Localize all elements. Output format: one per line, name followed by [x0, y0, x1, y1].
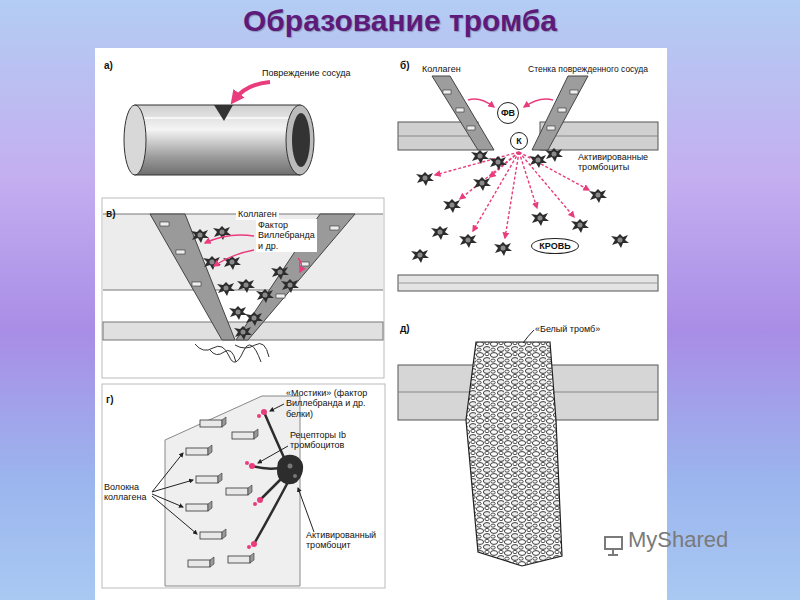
callout-label-holder: Коллаген: [422, 58, 461, 76]
activation-arrows: [435, 99, 589, 238]
panel-letter: б): [400, 60, 410, 72]
callout-label: Активированные тромбоциты: [578, 152, 660, 173]
white-panel: [95, 48, 667, 600]
vessel-tube: [124, 82, 314, 175]
callout-label: Коллаген: [422, 64, 461, 74]
panel-letter-holder: г): [106, 389, 114, 407]
callout-label-holder: Фактор Виллебранда и др.: [256, 219, 316, 253]
node-text: К: [516, 136, 522, 146]
blood-oval: КРОВЬ: [531, 238, 578, 254]
white-thrombus: [398, 330, 658, 566]
panel-letter-holder: в): [106, 203, 115, 221]
callout-label: Рецепторы Ib тромбоцитов: [290, 430, 380, 451]
page-title: Образование тромба: [0, 4, 800, 39]
callout-label: Повреждение сосуда: [262, 68, 351, 78]
title-holder: Образование тромба: [0, 4, 800, 39]
watermark-holder: MyShared: [628, 527, 728, 552]
callout-label-holder: «Белый тромб»: [535, 318, 600, 336]
panel-letter-holder: д): [400, 318, 410, 336]
callout-label-holder: Стенка поврежденного сосуда: [528, 58, 648, 76]
callout-label-holder: Волокна коллагена: [104, 482, 164, 504]
watermark: MyShared: [628, 527, 728, 552]
damaged-wall: [398, 76, 658, 291]
node-text: КРОВЬ: [539, 241, 570, 251]
callout-label-holder: «Мостики» (фактор Виллебранда и др. белк…: [286, 388, 382, 421]
callout-label: Фактор Виллебранда и др.: [256, 219, 317, 252]
callout-label: Волокна коллагена: [104, 482, 164, 503]
node-text: ФВ: [501, 108, 515, 118]
callout-label: «Мостики» (фактор Виллебранда и др. белк…: [286, 388, 382, 419]
factor-circle: ФВ: [497, 102, 519, 124]
callout-label-holder: Активированные тромбоциты: [578, 152, 660, 174]
watermark-icon: [605, 537, 622, 555]
callout-label: Активированный тромбоцит: [306, 530, 382, 551]
callout-label-holder: Активированный тромбоцит: [306, 530, 382, 552]
panel-letter: д): [400, 323, 410, 335]
callout-label: Стенка поврежденного сосуда: [528, 65, 648, 75]
callout-label-holder: Рецепторы Ib тромбоцитов: [290, 430, 380, 452]
panel-letter: г): [106, 394, 114, 406]
panel-letter-holder: а): [104, 55, 113, 73]
panel-letter: а): [104, 60, 113, 72]
panel-letter: в): [106, 208, 115, 220]
adhesion-panel: [102, 384, 385, 588]
callout-label: «Белый тромб»: [535, 324, 600, 334]
panel-letter-holder: б): [400, 55, 410, 73]
callout-label-holder: Повреждение сосуда: [262, 62, 351, 80]
aggregation-panel: [102, 198, 384, 378]
